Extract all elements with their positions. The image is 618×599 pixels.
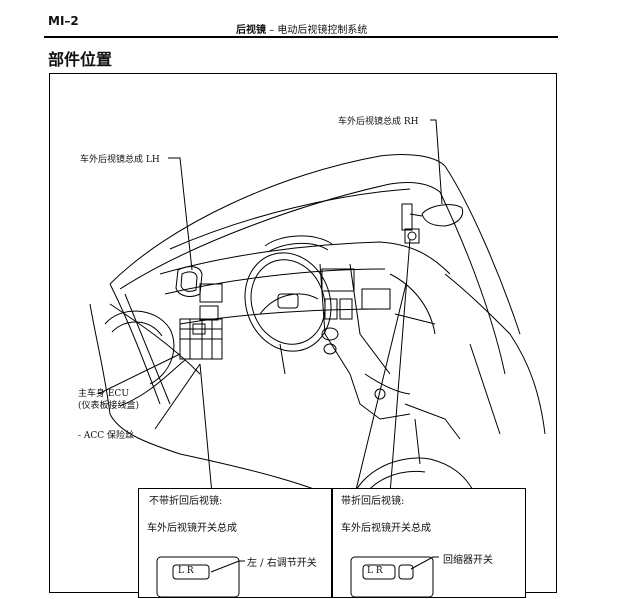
callout-junction-block: (仪表板接线盒)	[78, 401, 140, 411]
header-rule	[44, 36, 558, 38]
page-title: 部件位置	[48, 50, 113, 69]
callout-main-body-ecu: 主车身 ECU	[78, 389, 129, 399]
panel-right-switch-letters: L R	[367, 566, 383, 576]
callout-mirror-rh: 车外后视镜总成 RH	[338, 117, 419, 127]
lr-adjust-switch-illustration	[156, 556, 245, 598]
vehicle-interior-illustration	[89, 119, 546, 505]
panel-right-callout: 回缩器开关	[443, 555, 493, 566]
callout-mirror-lh: 车外后视镜总成 LH	[80, 155, 160, 165]
panel-left-switch-letters: L R	[178, 566, 194, 576]
panel-right-subtitle: 车外后视镜开关总成	[341, 523, 431, 534]
callout-acc-fuse: - ACC 保险丝	[78, 431, 135, 441]
header-subsection: 电动后视镜控制系统	[277, 25, 368, 36]
retract-switch-illustration	[350, 556, 439, 598]
component-location-figure: 车外后视镜总成 RH 车外后视镜总成 LH 主车身 ECU (仪表板接线盒) -…	[49, 73, 557, 598]
header-separator: –	[269, 25, 275, 36]
panel-right-title: 带折回后视镜:	[341, 496, 405, 507]
page-header-title: 后视镜 – 电动后视镜控制系统	[236, 21, 367, 36]
panel-with-retractable-mirror: 带折回后视镜: 车外后视镜开关总成 回缩器开关 L R	[332, 488, 526, 598]
panel-left-subtitle: 车外后视镜开关总成	[147, 523, 237, 534]
panel-left-title: 不带折回后视镜:	[149, 496, 223, 507]
panel-left-callout: 左 / 右调节开关	[247, 558, 317, 569]
panel-without-retractable-mirror: 不带折回后视镜: 车外后视镜开关总成 左 / 右调节开关 L R	[138, 488, 332, 598]
page-header-code: MI–2	[48, 14, 79, 28]
header-section: 后视镜	[236, 25, 266, 36]
